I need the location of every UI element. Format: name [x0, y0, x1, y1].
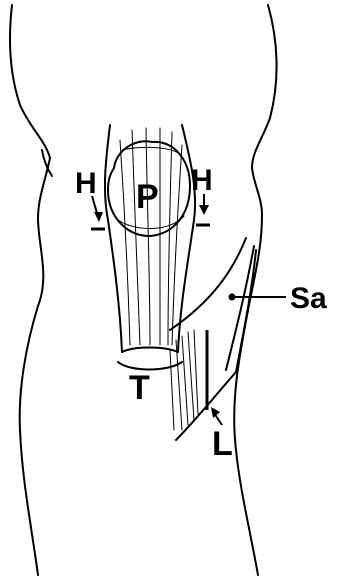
- patella-label: P: [136, 178, 159, 216]
- hoffa-arrow-right: [196, 194, 210, 225]
- hoffa-arrow-left: [91, 196, 105, 229]
- incision-label: L: [212, 425, 233, 463]
- tendon-label: T: [129, 369, 150, 407]
- hoffa-label-right: H: [191, 164, 213, 197]
- leg-outline: [10, 5, 277, 575]
- hoffa-label-left: H: [75, 167, 97, 200]
- sartorius-label: Sa: [290, 282, 327, 315]
- sartorius-pointer: [229, 294, 287, 301]
- patellar-tendon: [105, 125, 195, 370]
- incision-arrow: [211, 407, 222, 425]
